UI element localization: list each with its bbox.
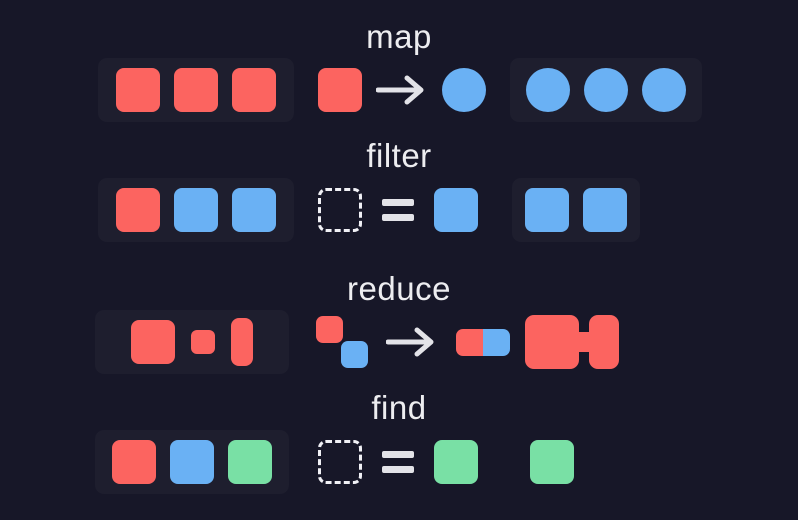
map-rule-input-square (318, 68, 362, 112)
map-rule-output-circle (442, 68, 486, 112)
find-output-item (530, 440, 574, 484)
row-title-filter: filter (366, 137, 432, 174)
find-input-item (170, 440, 214, 484)
map-input-item (174, 68, 218, 112)
reduce-pair-red (456, 328, 483, 356)
reduce-operand-blue (341, 341, 368, 368)
filter-output-item (525, 188, 569, 232)
row-title-find: find (371, 389, 427, 426)
filter-input-item (232, 188, 276, 232)
fused-part-large (525, 315, 579, 369)
reduce-output-group (522, 315, 622, 369)
map-input-panel (98, 58, 294, 122)
placeholder-box-icon (318, 440, 362, 484)
arrow-icon (376, 75, 424, 105)
filter-rule-match-square (434, 188, 478, 232)
arrow-icon (386, 327, 434, 357)
filter-input-item (174, 188, 218, 232)
map-input-item (116, 68, 160, 112)
find-input-item (228, 440, 272, 484)
placeholder-box-icon (318, 188, 362, 232)
reduce-rule-operands (316, 316, 368, 368)
reduce-rule-result-pair (456, 328, 510, 356)
find-rule (318, 430, 478, 494)
reduce-rule (316, 310, 510, 374)
filter-output-panel (512, 178, 640, 242)
reduce-pair-blue (483, 328, 510, 356)
reduce-operand-red (316, 316, 343, 343)
find-rule-match-square (434, 440, 478, 484)
map-output-item (642, 68, 686, 112)
map-output-panel (510, 58, 702, 122)
reduce-input-panel (95, 310, 289, 374)
map-rule (318, 58, 486, 122)
map-output-item (526, 68, 570, 112)
find-input-item (112, 440, 156, 484)
row-title-map: map (366, 18, 432, 55)
filter-output-item (583, 188, 627, 232)
reduce-output-fused-shape (525, 315, 619, 369)
filter-input-item (116, 188, 160, 232)
filter-input-panel (98, 178, 294, 242)
map-input-item (232, 68, 276, 112)
fused-part-tall (589, 315, 619, 369)
reduce-input-item-tall (231, 318, 253, 366)
find-input-panel (95, 430, 289, 494)
map-output-item (584, 68, 628, 112)
find-output-group (522, 430, 582, 494)
filter-rule (318, 178, 478, 242)
equals-icon (382, 451, 414, 473)
reduce-input-item-small (191, 330, 215, 354)
equals-icon (382, 199, 414, 221)
reduce-input-item-large (131, 320, 175, 364)
row-title-reduce: reduce (347, 270, 451, 307)
